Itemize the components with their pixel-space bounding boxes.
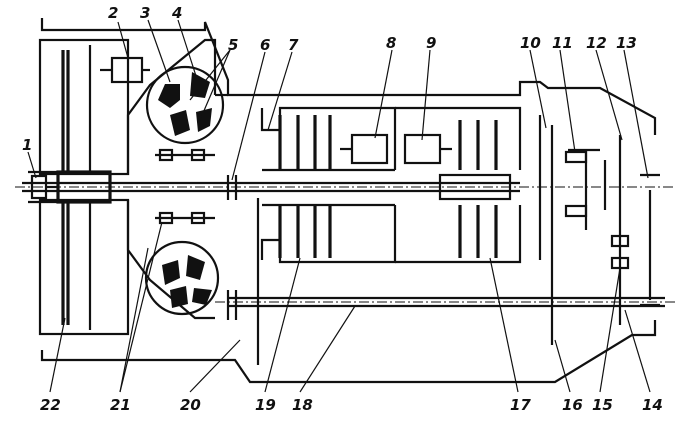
label-11: 11 [552,34,573,52]
label-3: 3 [140,4,150,22]
label-13: 13 [616,34,637,52]
label-19: 19 [255,396,276,414]
planetary-block-left [260,106,397,264]
leader-lines [27,19,651,393]
output-gear-train [538,115,660,345]
turbine-upper [126,38,225,175]
label-5: 5 [228,36,238,54]
turbine-lower [126,200,220,320]
label-21: 21 [110,396,131,414]
label-17: 17 [510,396,531,414]
input-coupling [30,170,112,204]
input-housing-left [28,38,130,336]
countershaft [215,198,675,365]
label-9: 9 [426,34,436,52]
label-15: 15 [592,396,613,414]
label-18: 18 [292,396,313,414]
label-10: 10 [520,34,541,52]
label-14: 14 [642,396,663,414]
label-16: 16 [562,396,583,414]
label-12: 12 [586,34,607,52]
label-22: 22 [40,396,61,414]
callout-labels: 1 2 3 4 5 6 7 8 9 10 11 12 13 22 21 20 1… [22,4,663,414]
clutch-2 [100,56,150,84]
coupling-6 [226,175,238,200]
planetary-block-right [395,106,522,264]
label-6: 6 [260,36,270,54]
label-2: 2 [108,4,118,22]
label-7: 7 [288,36,299,54]
label-1: 1 [22,136,32,154]
label-8: 8 [386,34,396,52]
label-4: 4 [171,4,182,22]
main-shaft [15,181,675,193]
label-20: 20 [180,396,201,414]
